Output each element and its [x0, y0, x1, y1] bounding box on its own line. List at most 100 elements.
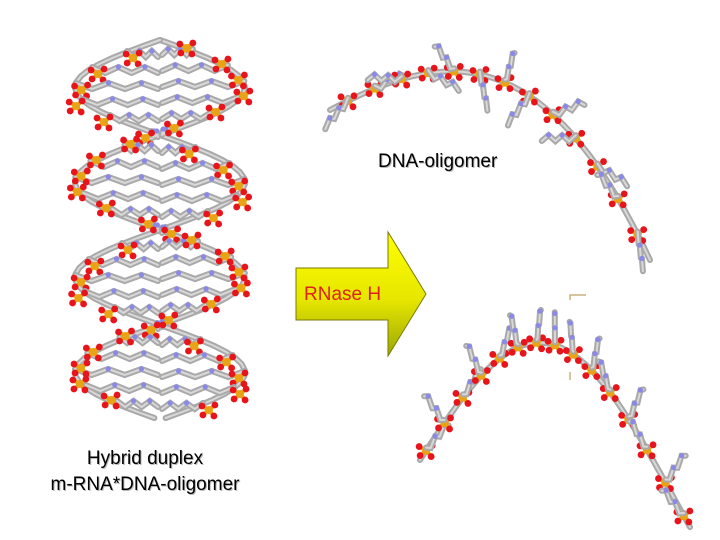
- nitrogen-atom: [174, 94, 180, 100]
- oxygen-atom: [228, 370, 236, 378]
- phosphate-group: [70, 273, 91, 292]
- rna-base: [533, 307, 544, 343]
- oligomer-base: [550, 97, 588, 119]
- oxygen-atom: [214, 248, 222, 256]
- nitrogen-atom: [135, 142, 141, 148]
- oxygen-atom: [128, 327, 135, 335]
- nitrogen-atom: [537, 308, 543, 314]
- nitrogen-atom: [436, 43, 442, 49]
- nitrogen-atom: [138, 80, 145, 86]
- nitrogen-atom: [188, 110, 194, 116]
- base-pair-right: [159, 207, 211, 221]
- base-pair-right: [72, 271, 161, 285]
- oxygen-atom: [96, 209, 104, 217]
- oxygen-atom: [218, 103, 226, 111]
- oxygen-atom: [210, 412, 218, 420]
- oxygen-atom: [226, 258, 234, 266]
- phosphorus-atom: [144, 220, 153, 228]
- phosphorus-atom: [237, 284, 246, 292]
- nitrogen-atom: [105, 272, 111, 278]
- oxygen-atom: [69, 376, 77, 384]
- phosphate-group: [214, 247, 235, 266]
- rnase-h-label: RNase H: [304, 284, 382, 305]
- oxygen-atom: [140, 322, 148, 330]
- oxygen-atom: [71, 283, 79, 291]
- nitrogen-atom: [154, 128, 160, 134]
- phosphate-group: [176, 39, 197, 58]
- phosphorus-atom: [222, 358, 231, 366]
- oxygen-atom: [72, 91, 79, 99]
- nitrogen-atom: [209, 368, 215, 374]
- nitrogen-atom: [209, 270, 215, 276]
- oxygen-atom: [655, 475, 662, 482]
- oxygen-atom: [233, 203, 241, 211]
- oxygen-atom: [70, 168, 78, 176]
- oxygen-atom: [93, 114, 101, 122]
- oxygen-atom: [640, 226, 648, 234]
- nitrogen-atom: [146, 206, 152, 212]
- nitrogen-atom: [173, 384, 180, 390]
- phosphorus-atom: [238, 198, 247, 206]
- oxygen-atom: [404, 70, 412, 78]
- oxygen-atom: [530, 98, 538, 106]
- phosphate-group: [164, 119, 184, 138]
- nitrogen-atom: [637, 242, 643, 248]
- nitrogen-atom: [183, 400, 190, 406]
- oxygen-atom: [241, 396, 249, 404]
- base-pair-left: [159, 301, 209, 315]
- oxygen-atom: [69, 299, 76, 307]
- phosphate-group: [87, 65, 108, 84]
- nitrogen-atom: [501, 339, 508, 345]
- nitrogen-atom: [112, 382, 118, 388]
- nitrogen-atom: [140, 382, 147, 388]
- oxygen-atom: [557, 336, 565, 344]
- oxygen-atom: [587, 159, 594, 166]
- oxygen-atom: [350, 92, 358, 100]
- base-pair-right: [81, 287, 161, 301]
- oxygen-atom: [198, 402, 206, 410]
- oxygen-atom: [185, 347, 192, 355]
- oxygen-atom: [116, 337, 123, 345]
- oligomer-base: [538, 131, 579, 146]
- oxygen-atom: [233, 88, 241, 96]
- oxygen-atom: [241, 263, 249, 271]
- oxygen-atom: [85, 267, 93, 275]
- oxygen-atom: [417, 65, 425, 73]
- phosphorus-atom: [107, 396, 116, 404]
- oxygen-atom: [158, 312, 166, 320]
- nitrogen-atom: [167, 400, 173, 406]
- oxygen-atom: [469, 67, 477, 74]
- phosphorus-atom: [170, 124, 179, 132]
- nitrogen-atom: [168, 110, 175, 116]
- nitrogen-atom: [663, 487, 669, 493]
- oxygen-atom: [177, 49, 185, 57]
- base-pair-left: [121, 140, 161, 156]
- nitrogen-atom: [509, 111, 515, 117]
- oxygen-atom: [244, 279, 251, 287]
- phosphate-group: [117, 241, 138, 260]
- rna-base: [421, 393, 448, 424]
- rna-base: [463, 342, 485, 376]
- oxygen-atom: [99, 151, 106, 159]
- rna-base: [625, 386, 647, 420]
- oxygen-atom: [482, 378, 490, 385]
- nitrogen-atom: [606, 167, 612, 173]
- nitrogen-atom: [138, 272, 145, 278]
- phosphorus-atom: [164, 316, 173, 324]
- rna-base: [551, 309, 558, 346]
- base-pair-left: [109, 205, 161, 219]
- oxygen-atom: [508, 348, 516, 356]
- nitrogen-atom: [598, 359, 604, 365]
- oligomer-base: [634, 228, 646, 275]
- nitrogen-atom: [483, 95, 489, 101]
- oxygen-atom: [578, 129, 586, 137]
- oxygen-atom: [576, 346, 583, 354]
- oxygen-atom: [246, 87, 254, 95]
- phosphate-group: [184, 337, 204, 356]
- oxygen-atom: [556, 347, 564, 355]
- oxygen-atom: [217, 363, 225, 371]
- oxygen-atom: [164, 120, 171, 128]
- oxygen-atom: [446, 425, 453, 433]
- oxygen-atom: [543, 116, 551, 124]
- phosphate-group: [228, 177, 249, 196]
